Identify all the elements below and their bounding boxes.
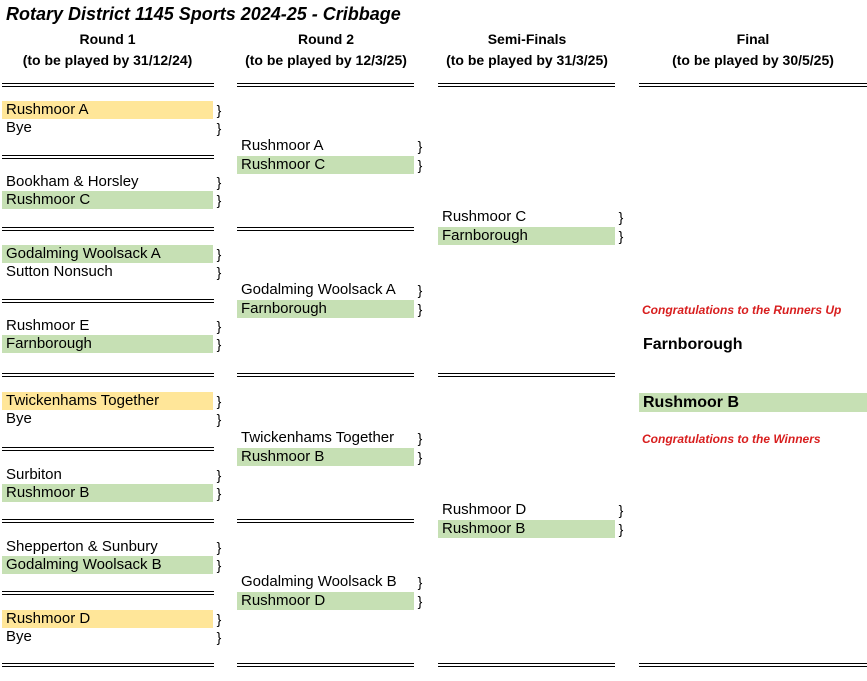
round2-match1-team2: Rushmoor C	[237, 156, 414, 174]
round1-header: Round 1 (to be played by 31/12/24)	[0, 29, 215, 71]
round1-deadline: (to be played by 31/12/24)	[22, 52, 193, 68]
round2-header: Round 2 (to be played by 12/3/25)	[236, 29, 416, 71]
match-brace: }	[216, 393, 222, 409]
semis-header: Semi-Finals (to be played by 31/3/25)	[437, 29, 617, 71]
match-brace: }	[216, 102, 222, 118]
match-brace: }	[216, 120, 222, 136]
separator-rule	[2, 447, 214, 451]
round1-match8-team1: Rushmoor D	[2, 610, 213, 628]
separator-rule	[237, 663, 414, 667]
final-name: Final	[736, 31, 770, 47]
runner-up-team: Farnborough	[643, 336, 743, 353]
round1-match8-team2: Bye	[6, 628, 32, 645]
separator-rule	[237, 373, 414, 377]
separator-rule	[639, 663, 867, 667]
round2-match3-team1: Twickenhams Together	[241, 429, 395, 446]
match-brace: }	[216, 557, 222, 573]
round1-match4-team2: Farnborough	[2, 335, 213, 353]
round1-match1-team1: Rushmoor A	[2, 101, 213, 119]
match-brace: }	[216, 539, 222, 555]
match-brace: }	[216, 246, 222, 262]
match-brace: }	[618, 209, 624, 225]
match-brace: }	[216, 264, 222, 280]
round1-name: Round 1	[79, 31, 136, 47]
separator-rule	[2, 83, 214, 87]
separator-rule	[2, 155, 214, 159]
round1-match3-team1: Godalming Woolsack A	[2, 245, 213, 263]
round2-match1-team1: Rushmoor A	[241, 137, 324, 154]
round1-match3-team2: Sutton Nonsuch	[6, 263, 113, 280]
match-brace: }	[417, 138, 423, 154]
match-brace: }	[618, 502, 624, 518]
round1-match2-team2: Rushmoor C	[2, 191, 213, 209]
round1-match2-team1: Bookham & Horsley	[6, 173, 139, 190]
match-brace: }	[216, 485, 222, 501]
round1-match6-team2: Rushmoor B	[2, 484, 213, 502]
separator-rule	[438, 83, 615, 87]
round2-match2-team1: Godalming Woolsack A	[241, 281, 396, 298]
match-brace: }	[216, 192, 222, 208]
semis-match1-team2: Farnborough	[438, 227, 615, 245]
separator-rule	[2, 373, 214, 377]
round2-match4-team2: Rushmoor D	[237, 592, 414, 610]
final-deadline: (to be played by 30/5/25)	[672, 52, 834, 68]
match-brace: }	[417, 593, 423, 609]
round1-match7-team2: Godalming Woolsack B	[2, 556, 213, 574]
winners-message: Congratulations to the Winners	[642, 432, 821, 446]
match-brace: }	[618, 228, 624, 244]
match-brace: }	[216, 467, 222, 483]
round2-name: Round 2	[298, 31, 354, 47]
round2-deadline: (to be played by 12/3/25)	[245, 52, 407, 68]
match-brace: }	[417, 449, 423, 465]
semis-deadline: (to be played by 31/3/25)	[446, 52, 608, 68]
round1-match5-team2: Bye	[6, 410, 32, 427]
sheet-title: Rotary District 1145 Sports 2024-25 - Cr…	[6, 4, 401, 24]
final-header: Final (to be played by 30/5/25)	[639, 29, 867, 71]
match-brace: }	[417, 282, 423, 298]
round1-match7-team1: Shepperton & Sunbury	[6, 538, 158, 555]
round2-match3-team2: Rushmoor B	[237, 448, 414, 466]
separator-rule	[639, 83, 867, 87]
match-brace: }	[216, 336, 222, 352]
round2-match4-team1: Godalming Woolsack B	[241, 573, 397, 590]
round1-match5-team1: Twickenhams Together	[2, 392, 213, 410]
round1-match4-team1: Rushmoor E	[6, 317, 90, 334]
match-brace: }	[417, 430, 423, 446]
winner-team: Rushmoor B	[639, 393, 867, 412]
match-brace: }	[417, 157, 423, 173]
match-brace: }	[618, 521, 624, 537]
round1-match6-team1: Surbiton	[6, 466, 62, 483]
round1-match1-team2: Bye	[6, 119, 32, 136]
round2-match2-team2: Farnborough	[237, 300, 414, 318]
separator-rule	[237, 83, 414, 87]
match-brace: }	[216, 174, 222, 190]
match-brace: }	[216, 611, 222, 627]
separator-rule	[2, 519, 214, 523]
runners-up-message: Congratulations to the Runners Up	[642, 303, 842, 317]
semis-name: Semi-Finals	[487, 31, 567, 47]
match-brace: }	[216, 318, 222, 334]
semis-match1-team1: Rushmoor C	[442, 208, 527, 225]
match-brace: }	[417, 301, 423, 317]
separator-rule	[2, 663, 214, 667]
match-brace: }	[417, 574, 423, 590]
semis-match2-team1: Rushmoor D	[442, 501, 527, 518]
separator-rule	[438, 373, 615, 377]
separator-rule	[237, 519, 414, 523]
separator-rule	[2, 299, 214, 303]
separator-rule	[2, 227, 214, 231]
match-brace: }	[216, 629, 222, 645]
semis-match2-team2: Rushmoor B	[438, 520, 615, 538]
separator-rule	[2, 591, 214, 595]
separator-rule	[237, 227, 414, 231]
separator-rule	[438, 663, 615, 667]
match-brace: }	[216, 411, 222, 427]
